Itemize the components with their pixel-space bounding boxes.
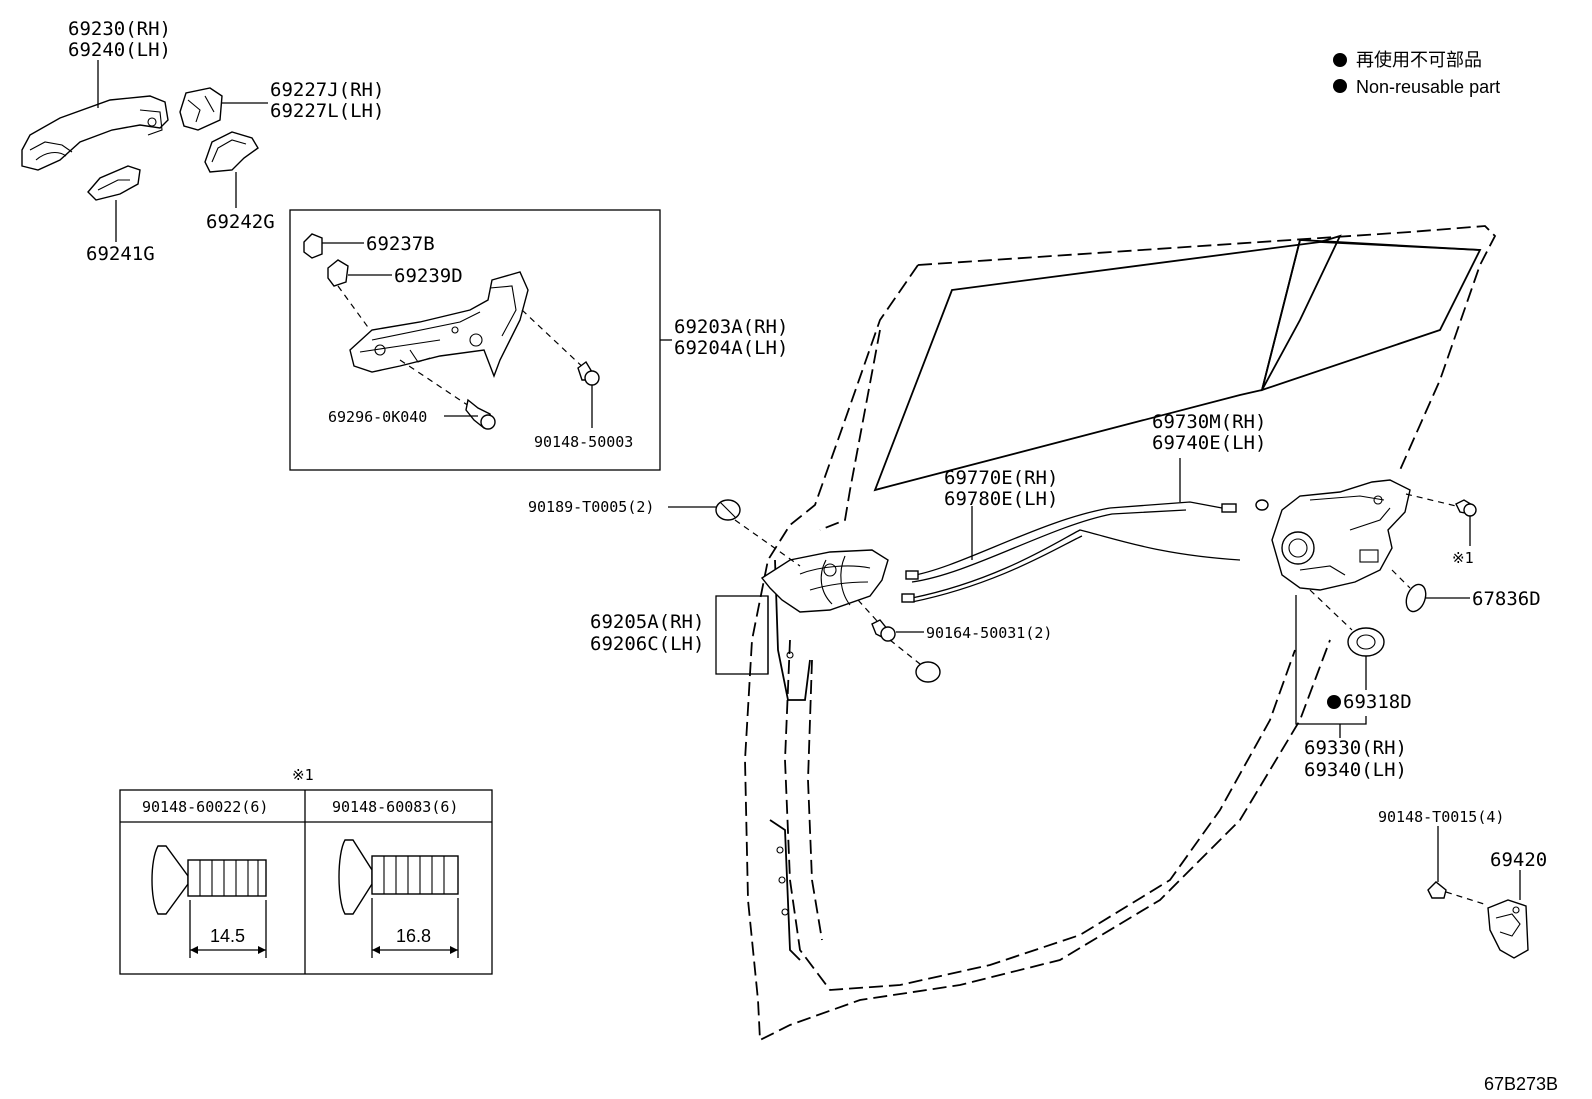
bolt-col1-header: 90148-60022(6) — [142, 798, 268, 816]
door-outline — [744, 225, 1497, 1042]
bolt-table-ref: ※1 — [292, 766, 314, 784]
non-reusable-dot-icon — [1333, 79, 1347, 93]
handle-pad-part — [87, 165, 141, 201]
label-69227l: 69227L(LH) — [270, 100, 384, 122]
legend: 再使用不可部品 Non-reusable part — [1333, 50, 1500, 97]
bolt-60022-part — [151, 845, 267, 915]
washer-69318d-part — [1347, 627, 1385, 657]
seal-67836d-part — [1405, 583, 1427, 613]
bolt-col1-dim: 14.5 — [210, 926, 245, 946]
label-69239d: 69239D — [394, 265, 463, 287]
label-69330: 69330(RH) — [1304, 737, 1407, 759]
screw-69296-part — [465, 398, 496, 430]
inner-handle-part — [760, 549, 889, 613]
label-69242g: 69242G — [206, 211, 275, 233]
inner-handle-group-box — [715, 595, 769, 675]
label-69241g: 69241G — [86, 243, 155, 265]
label-67836d: 67836D — [1472, 588, 1541, 610]
handle-cover-part — [179, 87, 223, 131]
door-lock-part — [1271, 479, 1411, 591]
bolt-table: ※1 90148-60022(6) 90148-60083(6) 14.5 16… — [119, 766, 493, 975]
label-90189: 90189-T0005(2) — [528, 498, 654, 516]
legend-en: Non-reusable part — [1356, 77, 1500, 97]
label-69770e: 69770E(RH) — [944, 467, 1058, 489]
legend-jp: 再使用不可部品 — [1356, 50, 1482, 70]
non-reusable-dot-icon — [1333, 53, 1347, 67]
bolt-col2-header: 90148-60083(6) — [332, 798, 458, 816]
diagram-code: 67B273B — [1484, 1074, 1558, 1094]
bolt-60083-part — [338, 839, 459, 915]
non-reusable-dot-icon — [1327, 695, 1341, 709]
label-69206c: 69206C(LH) — [590, 633, 704, 655]
handle-frame-part — [349, 271, 529, 378]
label-69318d: 69318D — [1343, 691, 1412, 713]
label-69204a: 69204A(LH) — [674, 337, 788, 359]
cables — [901, 499, 1269, 603]
label-90148-50003: 90148-50003 — [534, 433, 633, 451]
label-90164: 90164-50031(2) — [926, 624, 1052, 642]
label-69237b: 69237B — [366, 233, 435, 255]
cap-part — [915, 661, 941, 683]
label-69730m: 69730M(RH) — [1152, 411, 1266, 433]
screw-ref1-part — [1455, 499, 1477, 517]
screw-90148-t0015-part — [1427, 881, 1447, 899]
gasket-part — [204, 131, 259, 173]
label-69230: 69230(RH) — [68, 18, 171, 40]
label-69740e: 69740E(LH) — [1152, 432, 1266, 454]
label-69203a: 69203A(RH) — [674, 316, 788, 338]
clip-69237b-part — [303, 233, 323, 259]
label-90148-t0015: 90148-T0015(4) — [1378, 808, 1504, 826]
label-69296: 69296-0K040 — [328, 408, 427, 426]
clip-69239d-part — [327, 259, 349, 287]
label-69780e: 69780E(LH) — [944, 488, 1058, 510]
striker-69420-part — [1487, 899, 1529, 959]
clip-90189-part — [715, 499, 741, 521]
screw-90148-50003-part — [577, 360, 600, 386]
label-69205a: 69205A(RH) — [590, 611, 704, 633]
outer-handle-part — [21, 95, 169, 171]
label-69227j: 69227J(RH) — [270, 79, 384, 101]
label-69420: 69420 — [1490, 849, 1547, 871]
label-69340: 69340(LH) — [1304, 759, 1407, 781]
label-ref1-right: ※1 — [1452, 549, 1474, 567]
label-69240: 69240(LH) — [68, 39, 171, 61]
screw-90164-part — [871, 619, 896, 642]
bolt-col2-dim: 16.8 — [396, 926, 431, 946]
